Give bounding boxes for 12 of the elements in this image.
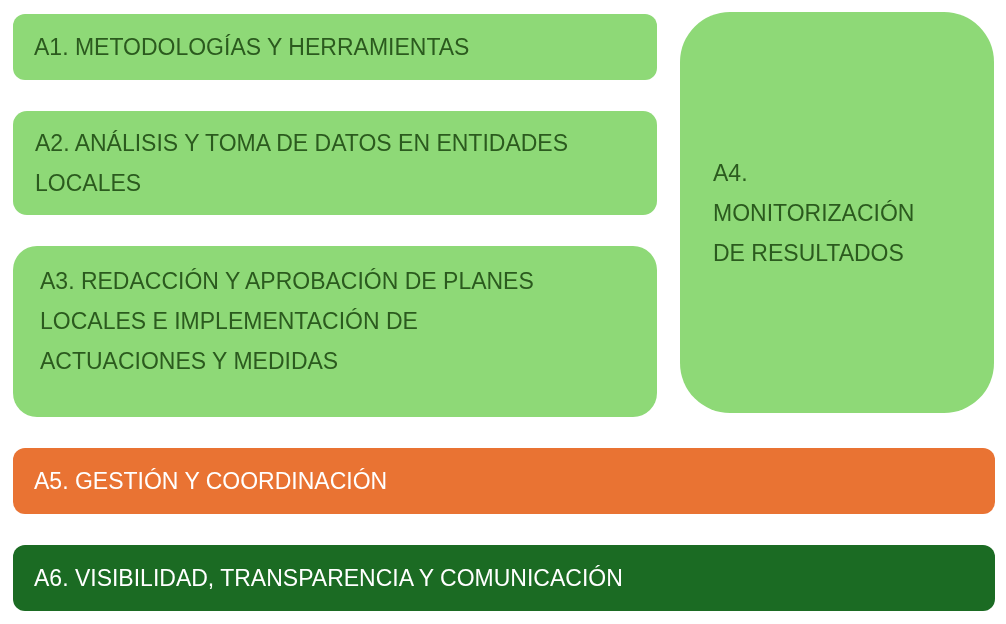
activity-box bbox=[13, 14, 657, 80]
activity-box bbox=[680, 12, 994, 413]
activity-box bbox=[13, 111, 657, 215]
activity-box bbox=[13, 545, 995, 611]
activity-label: A1. METODOLOGÍAS Y HERRAMIENTAS bbox=[34, 33, 471, 62]
activity-box bbox=[13, 448, 995, 514]
activity-label: A2. ANÁLISIS Y TOMA DE DATOS EN ENTIDADES LOCALES bbox=[35, 129, 570, 198]
activity-label: A6. VISIBILIDAD, TRANSPARENCIA Y COMUNICACIÓN bbox=[34, 564, 624, 593]
activity-label: A5. GESTIÓN Y COORDINACIÓN bbox=[34, 467, 389, 496]
activity-label: A4. MONITORIZACIÓN DE RESULTADOS bbox=[713, 158, 916, 268]
activity-label: A3. REDACCIÓN Y APROBACIÓN DE PLANES LOCALES E IMPLEMENTACIÓN DE ACTUACIONES Y MEDIDAS bbox=[40, 267, 535, 376]
activity-box bbox=[13, 246, 657, 417]
